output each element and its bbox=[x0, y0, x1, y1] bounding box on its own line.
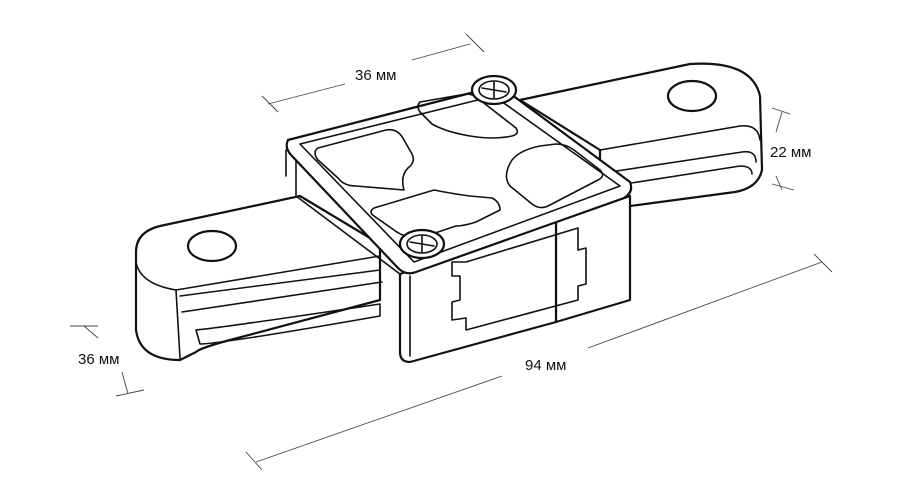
top-pad-right bbox=[505, 143, 604, 209]
dim-length-left bbox=[245, 375, 503, 471]
rail-right-groove-bottom bbox=[611, 165, 753, 187]
rail-left-end bbox=[134, 194, 382, 362]
label-top-width: 36 мм bbox=[355, 67, 396, 84]
block-front-face bbox=[398, 220, 558, 364]
dim-height-top bbox=[771, 107, 791, 133]
rail-left-groove-1 bbox=[179, 269, 381, 297]
rail-left-groove-2 bbox=[181, 281, 383, 313]
rail-right-hole bbox=[666, 79, 718, 113]
label-side-width: 36 мм bbox=[78, 351, 119, 368]
screw-front bbox=[398, 228, 446, 260]
block-left-edge bbox=[295, 151, 401, 275]
screw-back bbox=[470, 74, 518, 106]
rail-bar bbox=[134, 62, 764, 362]
dim-height-bottom bbox=[771, 175, 795, 191]
rail-left-hole bbox=[186, 229, 238, 263]
label-height: 22 мм bbox=[770, 144, 811, 161]
dim-side-top bbox=[70, 325, 99, 339]
block-front-notch bbox=[451, 227, 587, 331]
rail-right-edge bbox=[599, 124, 761, 151]
dim-side-bottom bbox=[115, 371, 145, 397]
dim-top-left bbox=[261, 83, 346, 113]
top-pad-left bbox=[314, 128, 415, 191]
center-block bbox=[285, 74, 633, 364]
rail-right-groove-top bbox=[609, 150, 757, 173]
rail-left-groove-3 bbox=[195, 303, 381, 345]
rail-left-corner bbox=[175, 289, 181, 359]
label-length: 94 мм bbox=[525, 357, 566, 374]
dimension-lines bbox=[70, 33, 833, 471]
dim-top-right bbox=[411, 33, 485, 61]
block-top-inner-border bbox=[299, 95, 621, 263]
dim-length-right bbox=[587, 253, 833, 349]
top-pad-front bbox=[370, 189, 501, 239]
